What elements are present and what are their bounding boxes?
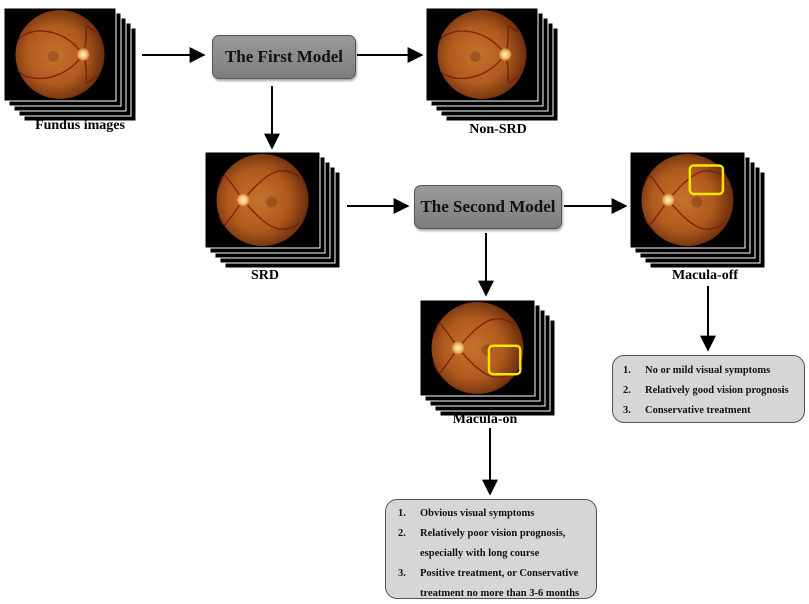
lesion-highlight-box xyxy=(487,344,522,376)
vessel-line xyxy=(17,54,84,80)
retina-image xyxy=(641,154,734,246)
fundus-images-stack xyxy=(3,7,137,122)
non-srd-label: Non-SRD xyxy=(469,122,527,137)
vessel-line xyxy=(643,175,669,201)
optic-disc xyxy=(451,341,465,355)
retina-image xyxy=(15,10,105,99)
macula-on-images-stack xyxy=(419,299,556,417)
retina-image xyxy=(216,154,309,246)
macula-spot xyxy=(47,51,59,62)
vessel-line xyxy=(17,30,84,55)
second-model-label: The Second Model xyxy=(420,197,556,216)
macula-spot xyxy=(691,196,703,208)
vessel-line xyxy=(504,25,519,55)
first-model-box: The First Model xyxy=(212,35,356,79)
second-model-box: The Second Model xyxy=(414,185,562,229)
macula-off-images-stack xyxy=(629,151,766,269)
macula-off-info-list: 1.No or mild visual symptoms 2.Relativel… xyxy=(623,361,796,421)
vessel-line xyxy=(218,175,244,201)
optic-disc xyxy=(661,193,675,207)
vessel-line xyxy=(82,25,97,55)
retina-image xyxy=(431,302,524,394)
srd-label: SRD xyxy=(250,268,279,283)
vessel-line xyxy=(667,199,725,231)
list-item: 1.No or mild visual symptoms xyxy=(623,365,771,376)
vessel-line xyxy=(643,199,669,226)
macula-on-info-box: 1.Obvious visual symptoms 2.Relatively p… xyxy=(385,499,597,599)
vessel-line xyxy=(82,54,97,84)
vessel-line xyxy=(439,54,506,80)
macula-spot xyxy=(266,196,278,208)
first-model-label: The First Model xyxy=(224,47,344,66)
vessel-line xyxy=(433,347,459,374)
list-item: 1.Obvious visual symptoms xyxy=(398,508,535,519)
non-srd-images-stack xyxy=(425,7,559,122)
macula-on-info-list: 1.Obvious visual symptoms 2.Relatively p… xyxy=(398,504,590,604)
optic-disc xyxy=(498,48,512,61)
list-item: 3.Conservative treatment xyxy=(623,405,751,416)
macula-off-label: Macula-off xyxy=(671,268,739,283)
srd-images-stack xyxy=(204,151,341,269)
vessel-line xyxy=(457,317,515,349)
list-item: 2.Relatively good vision prognosis xyxy=(623,385,789,396)
list-item: 2.Relatively poor vision prognosis, espe… xyxy=(398,528,566,559)
vessel-line xyxy=(504,54,519,84)
list-item: 3.Positive treatment, or Conservative tr… xyxy=(398,568,580,599)
lesion-highlight-box xyxy=(688,164,725,196)
vessel-line xyxy=(242,199,300,231)
vessel-line xyxy=(667,169,725,201)
macula-off-info-box: 1.No or mild visual symptoms 2.Relativel… xyxy=(612,355,805,423)
vessel-line xyxy=(242,169,300,201)
fundus-images-label: Fundus images xyxy=(35,118,125,133)
optic-disc xyxy=(236,193,250,207)
vessel-line xyxy=(433,323,459,349)
retina-image xyxy=(437,10,527,99)
vessel-line xyxy=(439,30,506,55)
macula-spot xyxy=(469,51,481,62)
macula-on-label: Macula-on xyxy=(452,412,518,427)
optic-disc xyxy=(76,48,90,61)
vessel-line xyxy=(218,199,244,226)
